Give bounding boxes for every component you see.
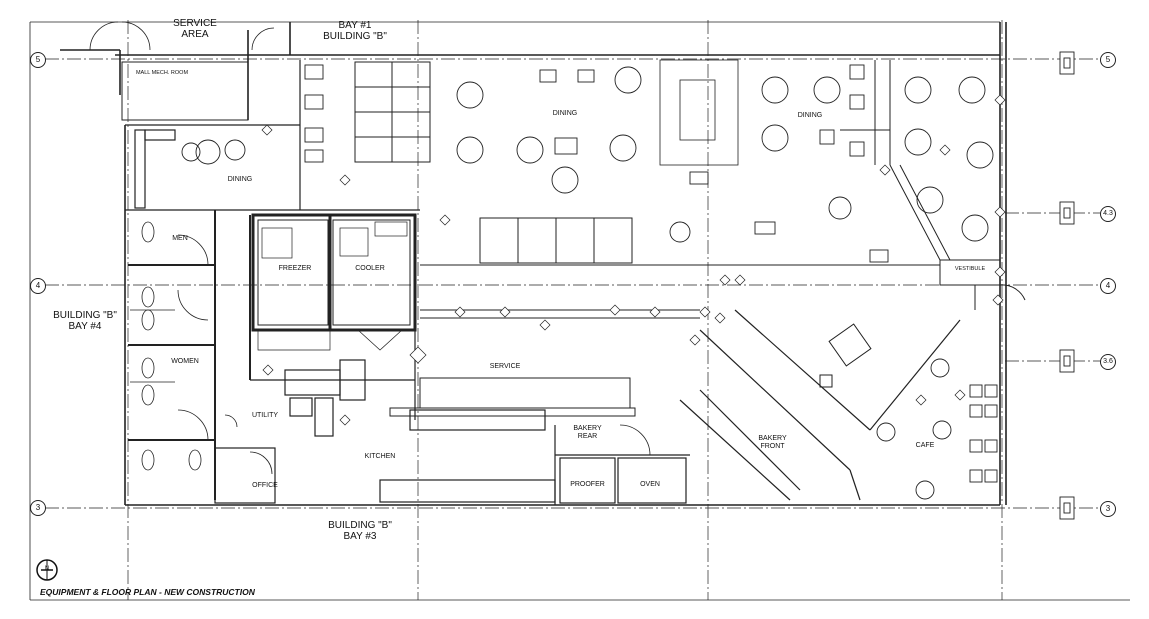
dining-main-label: DINING (552, 110, 578, 117)
office-label: OFFICE (252, 482, 278, 489)
cafe-label: CAFE (915, 442, 935, 449)
kitchen-walls (214, 330, 690, 505)
bakery-counter (679, 309, 961, 501)
service-area-label: SERVICE AREA (173, 18, 217, 40)
column-markers (1059, 51, 1075, 520)
vestibule-label: VESTIBULE (954, 266, 986, 272)
bakery-rear-label: BAKERY REAR (573, 425, 602, 440)
grid-bubble-right-4-3: 4.3 (1100, 206, 1116, 222)
booth-row-middle (420, 217, 940, 266)
north-arrow-icon (36, 559, 58, 581)
cafe-lounge-seating (819, 323, 872, 388)
grid-bubble-right-5: 5 (1100, 52, 1116, 68)
cooler-label: COOLER (355, 265, 385, 272)
toilet-fixtures (130, 221, 209, 471)
equipment-tags (261, 94, 1006, 426)
utility-label: UTILITY (251, 412, 279, 419)
north-label: N (44, 566, 50, 572)
freezer-label: FREEZER (278, 265, 312, 272)
walk-in-freezer-cooler (251, 213, 417, 351)
grid-bubble-left-5: 5 (30, 52, 46, 68)
grid-bubble-right-4: 4 (1100, 278, 1116, 294)
bay4-label: BUILDING "B" BAY #4 (53, 310, 117, 332)
service-label: SERVICE (489, 363, 521, 370)
grid-bubble-right-3-6: 3.6 (1100, 354, 1116, 370)
men-room-label: MEN (172, 235, 188, 242)
grid-bubble-left-4: 4 (30, 278, 46, 294)
mall-mech-room (121, 61, 249, 121)
oven-label: OVEN (640, 481, 660, 488)
exterior-walls (29, 21, 1130, 601)
service-area-doors (89, 21, 275, 51)
drawing-title: EQUIPMENT & FLOOR PLAN - NEW CONSTRUCTIO… (40, 587, 255, 597)
booth-seating-top (354, 61, 431, 163)
dining-left-label: DINING (227, 176, 253, 183)
round-tables (181, 66, 994, 500)
kitchen-label: KITCHEN (364, 453, 396, 460)
bay3-label: BUILDING "B" BAY #3 (328, 520, 392, 542)
grid-bubble-left-3: 3 (30, 500, 46, 516)
bakery-front-label: BAKERY FRONT (758, 435, 787, 450)
mall-mech-room-label: MALL MECH. ROOM (135, 70, 189, 76)
proofer-label: PROOFER (570, 481, 605, 488)
dining-right-label: DINING (797, 112, 823, 119)
private-dining-area (659, 59, 739, 166)
women-room-label: WOMEN (171, 358, 199, 365)
bay1-label: BAY #1 BUILDING "B" (323, 20, 387, 42)
square-tables (304, 64, 998, 483)
grid-bubble-right-3: 3 (1100, 501, 1116, 517)
